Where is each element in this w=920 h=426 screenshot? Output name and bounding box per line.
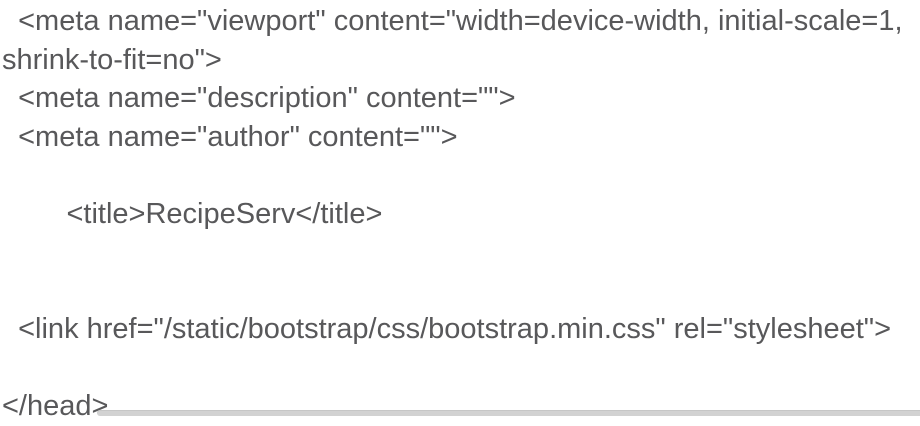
browser-page: { "page": { "kind": "rendered-html-sourc… <box>2 5 920 422</box>
source-line-blank-3 <box>2 272 920 311</box>
source-line-meta-viewport: <meta name="viewport" content="width=dev… <box>2 5 903 37</box>
source-line-link-stylesheet: <link href="/static/bootstrap/css/bootst… <box>2 313 892 345</box>
source-line-blank-4 <box>2 349 920 388</box>
horizontal-scrollbar-thumb[interactable] <box>97 410 920 416</box>
source-line-head-close: </head> <box>2 390 109 422</box>
source-line-meta-viewport-wrap: shrink-to-fit=no"> <box>2 43 222 76</box>
source-line-blank-1 <box>2 156 920 195</box>
source-line-title: <title>RecipeServ</title> <box>2 197 383 230</box>
source-line-meta-description: <meta name="description" content=""> <box>2 82 516 114</box>
source-line-meta-author: <meta name="author" content=""> <box>2 120 458 153</box>
source-line-blank-2 <box>2 233 920 272</box>
